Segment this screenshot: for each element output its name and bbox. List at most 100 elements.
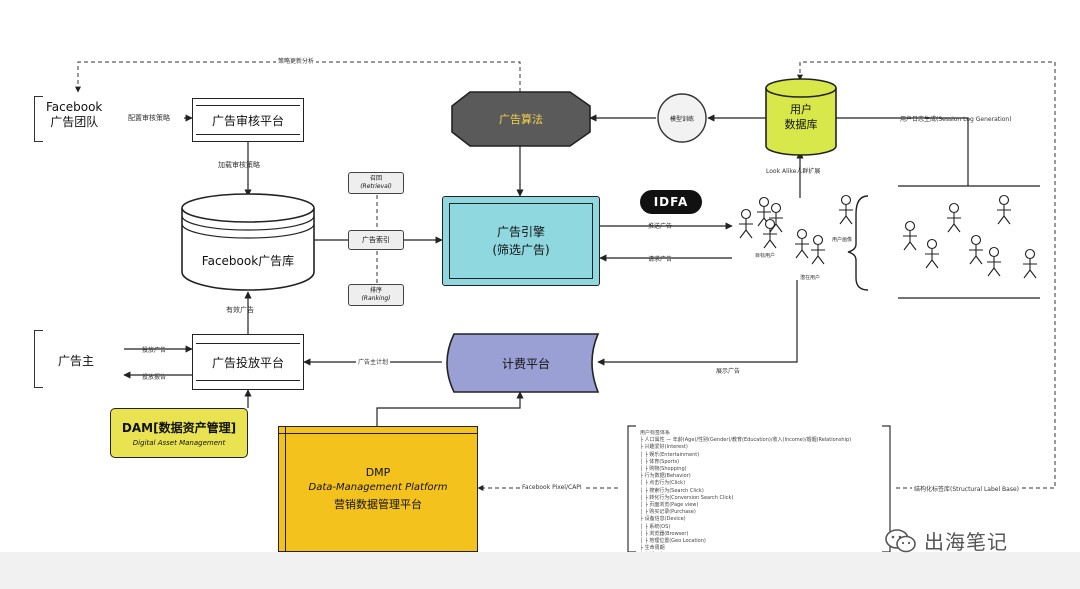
model-training-label: 模型训练 (669, 116, 694, 123)
bottom-band (0, 552, 1080, 589)
dmp-line1: DMP (365, 466, 391, 479)
wechat-icon (885, 528, 916, 552)
ad-index-box[interactable]: 广告索引 (348, 230, 404, 250)
user-db-cylinder (765, 78, 837, 156)
report-data-label: 投放报告 (142, 374, 167, 381)
session-log-label: 用户日志生成(Session Log Generation) (900, 116, 1012, 123)
person-icon (769, 202, 783, 233)
taxonomy-item: │ ├ 娱乐(Entertainment) (640, 451, 700, 458)
person-icon (969, 234, 983, 265)
person-icon (757, 196, 771, 227)
user-group-tag-label: 用户画像 (832, 237, 853, 243)
idfa-label: IDFA (653, 195, 689, 209)
ad-review-top-rule (196, 105, 300, 106)
ad-delivery-top-rule (196, 343, 300, 344)
taxonomy-item: ├ 生命周期 (640, 545, 665, 552)
load-policy-label: 加载审核策略 (218, 161, 260, 169)
user-db-line2: 数据库 (784, 118, 818, 131)
person-icon (811, 234, 825, 265)
ranking-line2: (Ranking) (361, 295, 391, 302)
facebook-team-bracket (34, 96, 43, 142)
watermark: 出海笔记 (884, 526, 1008, 555)
person-icon (839, 194, 853, 225)
dmp-line2: Data-Management Platform (308, 482, 448, 493)
advertiser-bracket (34, 330, 43, 388)
retrieval-box[interactable]: 召回 (Retrieval) (348, 172, 404, 194)
strategy-update-label: 策略更新分析 (276, 56, 317, 65)
taxonomy-item: │ ├ 购物(Shopping) (640, 466, 687, 473)
lookalike-label: Look Alike人群扩展 (766, 168, 821, 175)
ranking-box[interactable]: 排序 (Ranking) (348, 284, 404, 306)
ad-review-platform[interactable]: 广告审核平台 (192, 98, 304, 142)
retrieval-line2: (Retrieval) (360, 183, 392, 190)
person-icon (739, 208, 753, 239)
person-icon (903, 220, 917, 251)
dam-line1: DAM[数据资产管理] (121, 421, 237, 435)
structural-label-base-label: 结构化标签库(Structural Label Base) (912, 484, 1021, 493)
ad-delivery-platform[interactable]: 广告投放平台 (192, 334, 304, 390)
crowd-brace (847, 195, 869, 291)
taxonomy-item: 用户标签体系 (640, 430, 671, 436)
arrow-dmp-billing (376, 391, 524, 426)
dmp-top-rule (279, 433, 477, 435)
dmp-box[interactable]: DMP Data-Management Platform 营销数据管理平台 (278, 426, 478, 552)
person-icon (947, 202, 961, 233)
billing-platform-label: 计费平台 (501, 357, 550, 371)
ad-engine-text: 广告引擎 (筛选广告) (492, 223, 549, 259)
ad-engine-line2: (筛选广告) (492, 243, 550, 257)
model-training-circle (657, 93, 707, 143)
taxonomy-item: ├ 行为数据(Behavior) (640, 473, 691, 480)
ad-delivery-bottom-rule (196, 380, 300, 381)
ad-engine-line1: 广告引擎 (496, 225, 545, 239)
watermark-text: 出海笔记 (924, 530, 1008, 554)
ad-review-platform-label: 广告审核平台 (211, 113, 284, 128)
person-icon (1023, 248, 1037, 279)
taxonomy-item: │ ├ 体育(Sports) (640, 458, 680, 465)
person-icon (763, 218, 777, 249)
push-ads-label: 推送广告 (648, 223, 673, 230)
taxonomy-item: ├ 人口属性 — 年龄(Age)/性别(Gender)/教育(Education… (640, 437, 852, 444)
idfa-badge: IDFA (640, 190, 702, 214)
strategy-update-loop (75, 61, 521, 93)
taxonomy-item: │ ├ 购买记录(Purchase) (640, 509, 696, 516)
config-policy-label: 配置审核策略 (128, 114, 170, 122)
facebook-team-line1: Facebook (46, 100, 103, 114)
taxonomy-item: │ ├ 点击行为(Click) (640, 480, 686, 487)
facebook-team-line2: 广告团队 (50, 115, 99, 129)
ad-review-bottom-rule (196, 134, 300, 135)
user-db-label: 用户 数据库 (766, 102, 836, 132)
taxonomy-list: 用户标签体系├ 人口属性 — 年龄(Age)/性别(Gender)/教育(Edu… (640, 430, 880, 552)
user-db-line1: 用户 (790, 103, 812, 116)
taxonomy-item: ├ 设备信息(Device) (640, 516, 686, 523)
dam-box[interactable]: DAM[数据资产管理] Digital Asset Management (110, 408, 248, 458)
dam-line2: Digital Asset Management (132, 439, 226, 447)
ad-library-label: Facebook广告库 (201, 254, 295, 268)
taxonomy-item: │ ├ 转化行为(Conversion Search Click) (640, 494, 734, 501)
ad-engine[interactable]: 广告引擎 (筛选广告) (442, 196, 600, 286)
person-icon (997, 194, 1011, 225)
show-ads-label: 展示广告 (716, 368, 741, 375)
ad-engine-inner-frame (449, 203, 593, 279)
dmp-side-rule (285, 427, 287, 551)
dmp-line3: 营销数据管理平台 (334, 498, 422, 511)
ad-algorithm-label: 广告算法 (499, 113, 543, 126)
ad-plan-label: 广告主计划 (356, 357, 391, 366)
taxonomy-item: │ ├ 系统(OS) (640, 523, 671, 530)
user-group-b-label: 潜在用户 (800, 275, 821, 281)
person-icon (925, 238, 939, 269)
ranking-line1: 排序 (369, 287, 382, 294)
taxonomy-bracket-left (627, 425, 636, 553)
advertiser-label: 广告主 (58, 354, 95, 368)
taxonomy-item: │ ├ 地理位置(Geo Location) (640, 538, 706, 545)
valid-ads-label: 有效广告 (226, 306, 254, 314)
taxonomy-item: ├ 兴趣爱好(Interest) (640, 444, 688, 451)
arrow-show-ads (597, 280, 798, 366)
submit-ads-label: 投放广告 (142, 347, 167, 354)
person-icon (987, 246, 1001, 277)
person-icon (795, 228, 809, 259)
ad-algorithm-shape (451, 91, 591, 147)
ad-index-label: 广告索引 (362, 236, 390, 244)
user-group-a-label: 目标用户 (755, 253, 776, 259)
ad-delivery-platform-label: 广告投放平台 (211, 355, 284, 370)
retrieval-line1: 召回 (369, 175, 382, 182)
